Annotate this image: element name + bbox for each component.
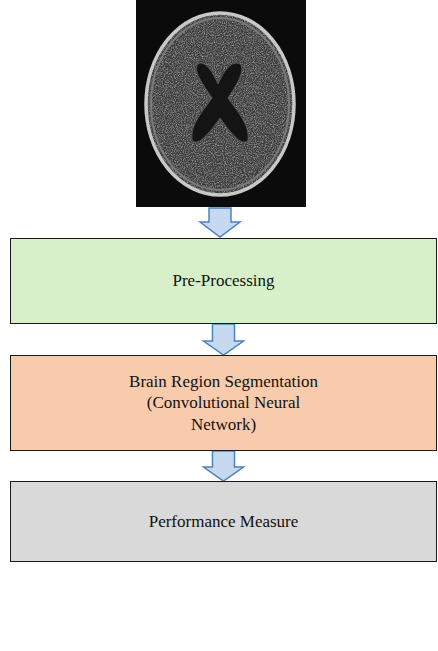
process-box: Pre-Processing [10,238,437,324]
ventricles [192,63,248,142]
box-label: Performance Measure [149,511,299,532]
cortex-ring [151,18,289,190]
flow-arrow [200,208,240,237]
box-label: Brain Region Segmentation (Convolutional… [116,371,331,435]
process-box: Performance Measure [10,481,437,562]
box-label: Pre-Processing [173,270,275,291]
skull-ring [146,13,294,195]
scan-ground [136,0,306,207]
tissue-texture [146,13,294,195]
flow-arrow [204,324,244,355]
process-box: Brain Region Segmentation (Convolutional… [10,355,437,451]
flow-arrow [204,451,244,481]
brain-tissue [146,13,294,195]
